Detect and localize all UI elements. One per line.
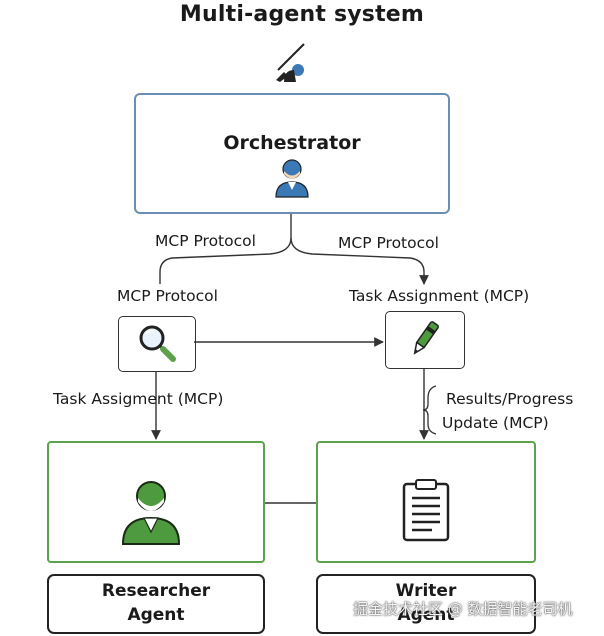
researcher-name-line1: Researcher (101, 581, 211, 601)
writer-name-line2: Agent (397, 605, 455, 625)
label-task-assignment-left: Task Assigment (MCP) (53, 390, 224, 408)
pen-icon (413, 321, 439, 355)
writer-tool-box[interactable] (385, 311, 465, 369)
label-task-assignment-top: Task Assignment (MCP) (349, 287, 530, 305)
label-mcp-protocol-search: MCP Protocol (117, 287, 218, 305)
label-mcp-protocol-left: MCP Protocol (155, 232, 256, 250)
orchestrator-label: Orchestrator (223, 132, 361, 154)
page-title: Multi-agent system (179, 2, 425, 27)
orchestrator-user-icon (275, 159, 309, 198)
writer-name-line1: Writer (395, 581, 457, 601)
researcher-agent-name: Researcher Agent (47, 574, 265, 634)
search-tool-box[interactable] (118, 316, 196, 372)
researcher-user-icon (121, 481, 181, 545)
label-results-line2: Update (MCP) (442, 414, 549, 432)
results-brace (422, 385, 437, 435)
edge-orchestrator-split (159, 214, 292, 284)
orchestrator-box[interactable] (134, 93, 450, 214)
clipboard-icon (402, 479, 450, 542)
watermark: 掘金技术社区 @ 数据智能老司机 (353, 600, 573, 618)
researcher-name-line2: Agent (127, 605, 185, 625)
conductor-baton-icon (276, 43, 305, 82)
edge-orchestrator-to-writer (290, 237, 429, 285)
label-results-line1: Results/Progress (446, 390, 574, 408)
magnifier-icon (139, 325, 176, 362)
label-mcp-protocol-right: MCP Protocol (338, 234, 439, 252)
writer-agent-name: Writer Agent (316, 574, 536, 634)
